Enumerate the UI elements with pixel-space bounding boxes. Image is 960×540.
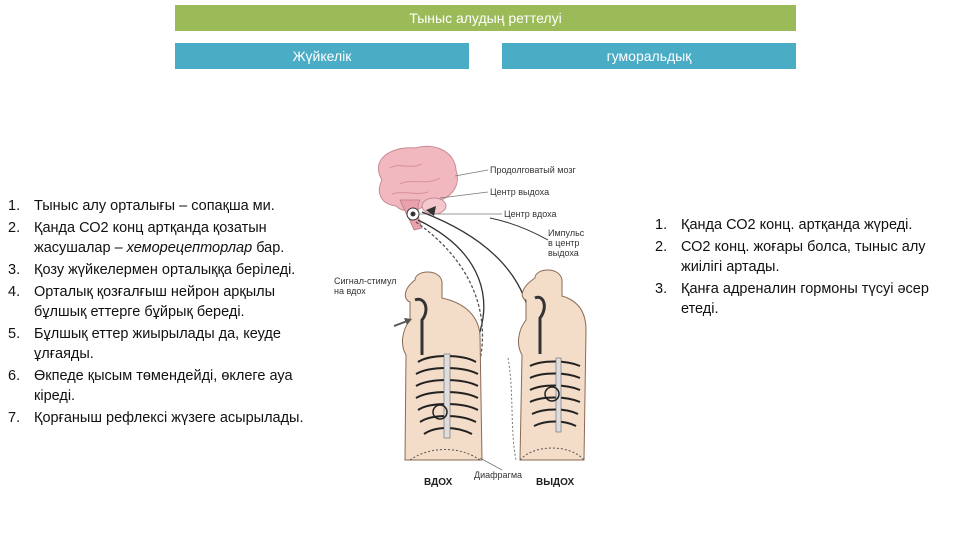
nervous-regulation-box: Жүйкелік <box>175 43 469 69</box>
list-item: 4. Орталық қозғалғыш нейрон арқылы бұлшық… <box>8 282 318 322</box>
list-item: 7. Қорғаныш рефлексі жүзеге асырылады. <box>8 408 318 428</box>
item-text: Өкпеде қысым төмендейді, өклеге ауа кіре… <box>34 368 293 404</box>
signal-label-line1: Сигнал-стимул <box>334 276 397 286</box>
item-text: Қанда СО2 конц артқанда қозатын жасушала… <box>34 220 267 256</box>
impulse-label-line2: в центр <box>548 238 579 248</box>
title-bar: Тыныс алудың реттелуі <box>175 5 796 31</box>
item-number: 3. <box>655 281 668 297</box>
nervous-regulation-label: Жүйкелік <box>292 48 352 64</box>
impulse-label-line1: Импульс <box>548 228 585 238</box>
torso-exhale <box>518 269 587 461</box>
respiration-regulation-figure: Продолговатый мозг Центр выдоха Центр вд… <box>334 145 587 488</box>
item-text: Қорғаныш рефлексі жүзеге асырылады. <box>34 410 304 426</box>
item-text: Қанда СО2 конц. артқанда жүреді. <box>681 217 913 233</box>
impulse-label-line3: выдоха <box>548 248 579 258</box>
item-text: Тыныс алу орталығы – сопақша ми. <box>34 198 275 214</box>
torso-inhale <box>402 271 483 461</box>
humoral-regulation-list: 1. Қанда СО2 конц. артқанда жүреді. 2. СО2… <box>655 215 955 321</box>
nervous-regulation-list: 1. Тыныс алу орталығы – сопақша ми. 2. Қан… <box>8 196 318 430</box>
page-title: Тыныс алудың реттелуі <box>409 10 562 26</box>
item-number: 6. <box>8 368 21 384</box>
brain-illustration <box>377 145 458 231</box>
item-number: 3. <box>8 262 21 278</box>
diaphragm-label: Диафрагма <box>474 470 522 480</box>
arrow-up-icon <box>426 206 436 216</box>
exhale-caption: ВЫДОХ <box>536 477 575 488</box>
item-text: Қозу жүйкелермен орталыққа беріледі. <box>34 262 296 278</box>
item-text: Қанға адреналин гормоны түсуі әсер етеді… <box>681 281 929 317</box>
list-item: 3. Қозу жүйкелермен орталыққа беріледі. <box>8 260 318 280</box>
item-text-end: бар. <box>252 240 285 256</box>
item-text: Бұлшық еттер жиырылады да, кеуде ұлғаяды… <box>34 326 281 362</box>
chemoreceptors-term: хеморецепторлар <box>126 240 253 256</box>
medulla-label: Продолговатый мозг <box>490 165 577 175</box>
item-number: 2. <box>655 239 668 255</box>
list-item: 1. Қанда СО2 конц. артқанда жүреді. <box>655 215 955 235</box>
inhale-caption: ВДОХ <box>424 477 453 488</box>
item-number: 1. <box>8 198 21 214</box>
list-item: 5. Бұлшық еттер жиырылады да, кеуде ұлғая… <box>8 324 318 364</box>
list-item: 1. Тыныс алу орталығы – сопақша ми. <box>8 196 318 216</box>
item-number: 4. <box>8 284 21 300</box>
list-item: 6. Өкпеде қысым төмендейді, өклеге ауа кі… <box>8 366 318 406</box>
exhale-center-label: Центр выдоха <box>490 187 549 197</box>
inhale-center-label: Центр вдоха <box>504 209 557 219</box>
list-item: 3. Қанға адреналин гормоны түсуі әсер ете… <box>655 279 955 319</box>
item-number: 5. <box>8 326 21 342</box>
signal-label-line2: на вдох <box>334 286 366 296</box>
arrow-right-icon <box>404 318 412 325</box>
humoral-regulation-label: гуморальдық <box>606 48 692 64</box>
item-number: 2. <box>8 220 21 236</box>
exhale-airflow-path <box>507 357 517 461</box>
item-text: СО2 конц. жоғары болса, тыныс алу жиіліг… <box>681 239 926 275</box>
humoral-regulation-box: гуморальдық <box>502 43 796 69</box>
item-text: Орталық қозғалғыш нейрон арқылы бұлшық е… <box>34 284 276 320</box>
list-item: 2. СО2 конц. жоғары болса, тыныс алу жиіл… <box>655 237 955 277</box>
item-number: 1. <box>655 217 668 233</box>
item-number: 7. <box>8 410 21 426</box>
list-item: 2. Қанда СО2 конц артқанда қозатын жасуша… <box>8 218 318 258</box>
